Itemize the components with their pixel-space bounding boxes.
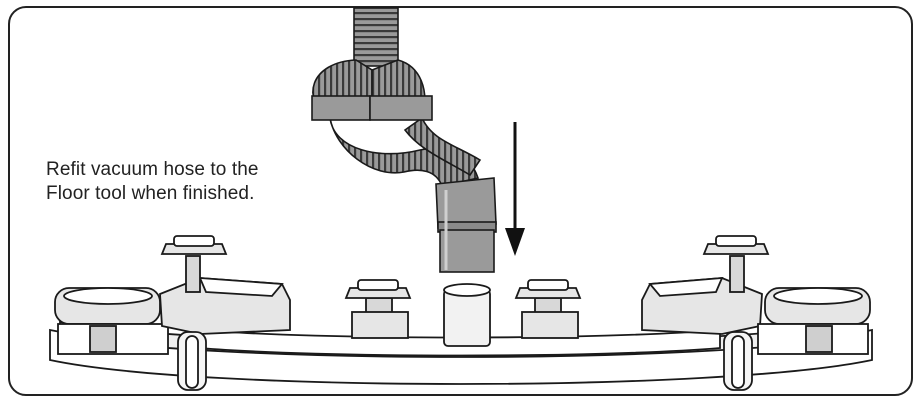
instruction-caption: Refit vacuum hose to the Floor tool when… [46,158,259,206]
caption-line-2: Floor tool when finished. [46,183,255,204]
vacuum-hose-icon [311,7,497,273]
down-arrow-icon [505,122,525,256]
caption-line-1: Refit vacuum hose to the [46,159,259,180]
floor-tool-icon [49,235,873,391]
